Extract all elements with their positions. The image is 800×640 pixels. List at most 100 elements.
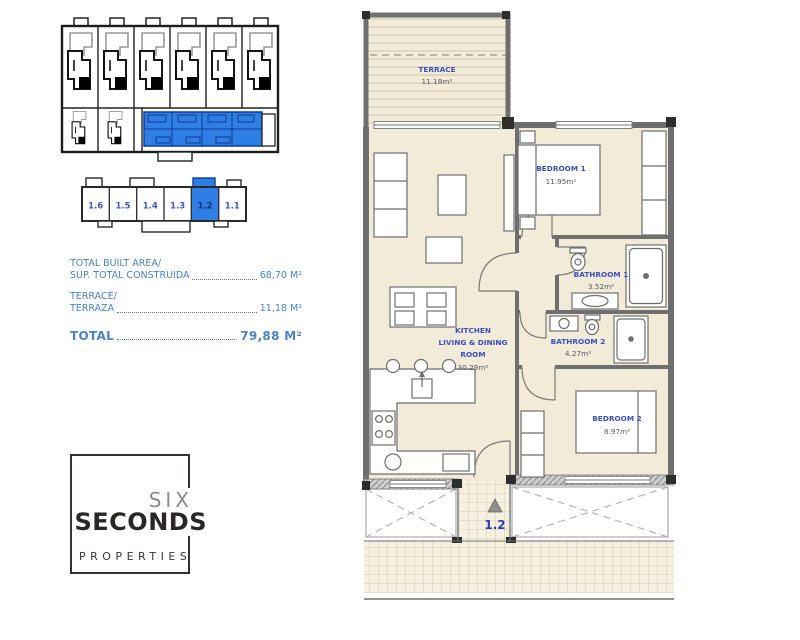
shower-drain — [628, 336, 634, 342]
floor-plan: 1.2 TERRACE 11.18m² BEDROOM 1 11.95m² BA… — [362, 11, 676, 600]
left-patio — [365, 488, 457, 538]
oven — [442, 453, 470, 472]
dotted-leader — [117, 312, 257, 313]
round-sink — [384, 453, 402, 471]
bathroom2-fixtures — [549, 314, 649, 364]
site-plan — [60, 17, 280, 162]
unit-selector-tabs — [85, 177, 242, 188]
dining-chair — [394, 292, 415, 308]
kitchen-counter — [369, 368, 476, 475]
armchair — [425, 236, 463, 264]
dining-chair — [426, 292, 447, 308]
right-patio — [511, 486, 669, 538]
bedroom2-furniture — [520, 390, 657, 478]
built-area-label-line1: TOTAL BUILT AREA/ — [70, 258, 162, 269]
bedroom2-label: BEDROOM 2 — [592, 414, 642, 423]
terrace-label: TERRACE — [418, 65, 455, 74]
bar-stool — [413, 358, 429, 374]
nightstand — [519, 130, 536, 144]
terrace-floor — [368, 17, 506, 125]
bathroom1-area: 3.52m² — [588, 282, 614, 291]
pavement-floor — [364, 541, 674, 593]
unit-tab-1-4[interactable]: 1.4 — [143, 202, 158, 212]
unit-selector: 1.6 1.5 1.4 1.3 1.2 1.1 — [81, 177, 247, 233]
bathroom1-fixtures — [569, 244, 667, 310]
dotted-leader — [117, 339, 238, 340]
bar-stool — [385, 358, 401, 374]
bar-stool — [441, 358, 457, 374]
door-openings — [514, 234, 560, 370]
stove-burner — [385, 430, 394, 439]
toilet — [588, 323, 596, 331]
bed — [517, 144, 601, 216]
bed — [575, 390, 657, 454]
site-plan-highlighted-unit — [143, 111, 276, 147]
unit-tab-1-3[interactable]: 1.3 — [170, 202, 185, 212]
bedroom1-furniture — [517, 130, 667, 236]
unit-entrance-marker: 1.2 — [484, 498, 506, 532]
stove-burner — [385, 415, 394, 424]
room-labels: TERRACE 11.18m² BEDROOM 1 11.95m² BATHRO… — [418, 65, 641, 436]
unit-tab-1-2-selected[interactable]: 1.2 — [197, 202, 212, 212]
logo-seconds-text: SECONDS — [66, 508, 210, 536]
bedroom1-area: 11.95m² — [546, 177, 577, 186]
pavement-lines — [364, 485, 674, 600]
bathroom-sink — [581, 294, 609, 308]
site-plan-roof-tabs — [73, 17, 269, 28]
dining-chair — [394, 310, 415, 326]
built-area-value: 68,70 M² — [259, 270, 302, 281]
bedroom2-door-arc — [521, 366, 556, 401]
hallway-door-arc — [478, 252, 518, 292]
terrace-label-line1: TERRACE/ — [70, 291, 117, 302]
toilet-tank — [569, 247, 587, 254]
terrace-area: 11.18m² — [422, 77, 453, 86]
unit-marker-label: 1.2 — [484, 518, 505, 532]
bedroom1-label: BEDROOM 1 — [536, 164, 586, 173]
kitchen-label-line2: LIVING & DINING — [439, 338, 508, 347]
living-kitchen-furniture — [369, 152, 515, 475]
unit-selector-feet — [97, 220, 229, 233]
bathroom1-label: BATHROOM 1 — [574, 270, 629, 279]
total-area-value: 79,88 M² — [240, 329, 302, 343]
stove-burner — [375, 415, 384, 424]
entry-walkway-floor — [458, 481, 510, 541]
bathroom2-door-arc — [519, 311, 547, 339]
unit-tab-selected-bg — [191, 187, 219, 221]
kitchen-label-line1: KITCHEN — [455, 326, 491, 335]
entrance-arrow-icon — [487, 498, 503, 513]
top-windows — [373, 121, 633, 129]
six-seconds-properties-logo: SIX SECONDS PROPERTIES — [66, 446, 216, 586]
terrace-label-line2: TERRAZA — [70, 303, 115, 314]
bathroom2-label: BATHROOM 2 — [551, 337, 606, 346]
shower-drain — [643, 273, 650, 280]
tv-unit — [503, 154, 515, 232]
coffee-table — [437, 174, 467, 216]
dining-chair — [426, 310, 447, 326]
toilet — [574, 258, 582, 266]
unit-tab-1-1[interactable]: 1.1 — [225, 202, 240, 212]
bottom-walls — [363, 474, 675, 490]
total-label: TOTAL — [70, 329, 115, 343]
sofa — [373, 152, 408, 238]
logo-properties-text: PROPERTIES — [79, 550, 192, 563]
bathroom-sink — [558, 317, 570, 330]
kitchen-label-line3: ROOM — [460, 350, 485, 359]
bathroom2-area: 4.27m² — [565, 349, 591, 358]
doors — [473, 206, 586, 478]
unit-tab-1-6[interactable]: 1.6 — [88, 202, 103, 212]
wardrobe — [520, 410, 545, 478]
structural-columns — [362, 11, 676, 543]
built-area-label-line2: SUP. TOTAL CONSTRUIDA — [70, 270, 190, 281]
terrace-area-value: 11,18 M² — [259, 303, 302, 314]
terrace-wall — [363, 12, 511, 129]
kitchen-area: 30.29m² — [458, 363, 489, 372]
area-summary: TOTAL BUILT AREA/ SUP. TOTAL CONSTRUIDA … — [70, 258, 302, 342]
site-plan-entry-bump — [157, 151, 193, 162]
stove-burner — [375, 430, 384, 439]
bedroom2-area: 8.97m² — [604, 427, 630, 436]
dotted-leader — [192, 279, 257, 280]
wardrobe — [641, 130, 667, 236]
nightstand — [519, 216, 536, 230]
unit-tab-1-5[interactable]: 1.5 — [115, 202, 130, 212]
